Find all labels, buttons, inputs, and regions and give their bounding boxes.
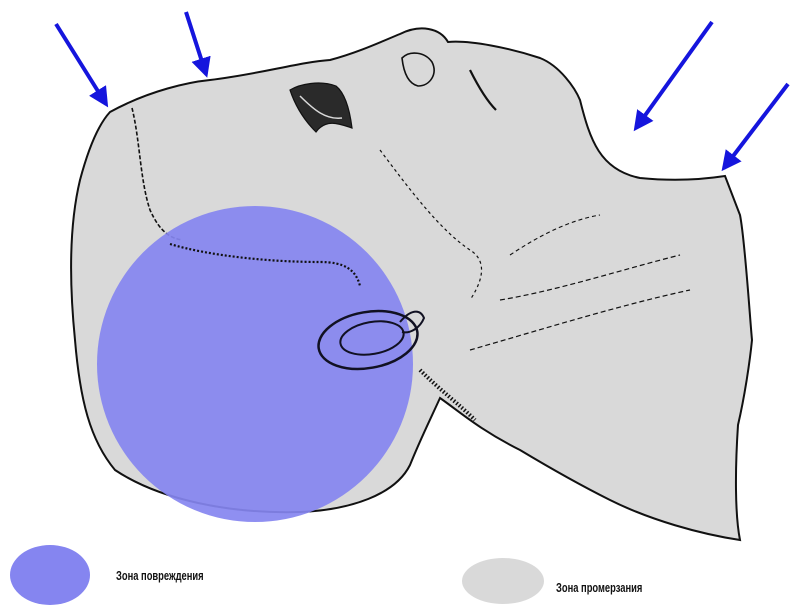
legend-freeze-swatch (462, 558, 544, 604)
arrow-icon (636, 22, 712, 128)
legend-damage-label: Зона повреждения (116, 568, 204, 583)
arrow-icon (186, 12, 206, 74)
arrow-icon (724, 84, 788, 168)
damage-zone (97, 206, 413, 522)
legend-damage-swatch (10, 545, 90, 605)
arrow-icon (56, 24, 106, 104)
legend-freeze-label: Зона промерзания (556, 580, 642, 595)
